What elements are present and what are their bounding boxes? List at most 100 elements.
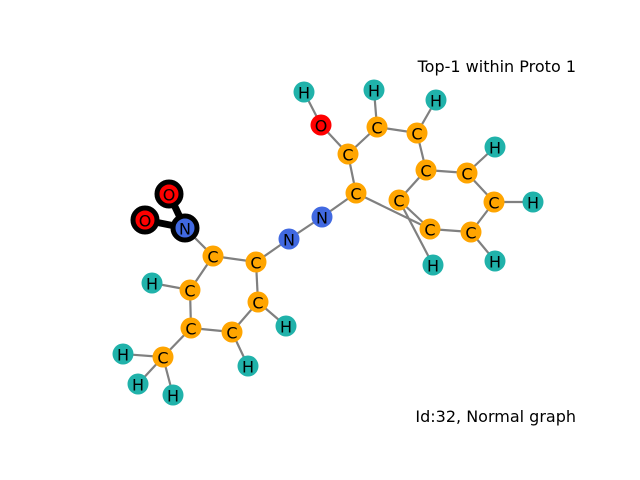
atom-label: C [250,254,261,273]
atom-label: C [424,221,435,240]
atom-circle [112,343,134,365]
atom-label: H [527,194,539,213]
atom-node-C6: C [483,191,505,213]
atom-node-C5: C [456,162,478,184]
atom-node-C2: C [366,116,388,138]
atom-label: O [163,186,176,205]
atom-label: C [465,224,476,243]
atom-circle [406,122,428,144]
atom-circle [130,205,160,235]
atom-node-H5: H [522,191,544,213]
atom-label: H [117,346,129,365]
atom-node-C7: C [460,221,482,243]
atom-circle [415,159,437,181]
atom-label: H [368,82,380,101]
atom-circle [152,346,174,368]
atom-node-C11: C [202,245,224,267]
atom-circle [311,206,333,228]
atom-circle [522,191,544,213]
atom-circle [483,191,505,213]
atom-node-O3: O [130,205,160,235]
atom-circle [221,321,243,343]
atom-node-H14: H [237,355,259,377]
atom-label: H [430,92,442,111]
atom-circle [293,81,315,103]
atom-node-C3: C [406,122,428,144]
atom-circle [484,136,506,158]
atom-label: H [298,84,310,103]
atom-node-C14: C [247,291,269,313]
atom-node-H10: H [275,315,297,337]
atom-circle [202,245,224,267]
atom-circle [460,221,482,243]
atom-circle [337,143,359,165]
atom-circle [127,373,149,395]
atom-circle [170,213,200,243]
atom-node-C15: C [180,317,202,339]
atom-circle [388,189,410,211]
atom-circle [419,218,441,240]
atom-circle [366,116,388,138]
atom-node-H3: H [425,89,447,111]
bond-layer [121,88,535,397]
atom-circle [456,162,478,184]
atom-label: C [393,192,404,211]
atom-label: H [427,257,439,276]
atom-circle [162,384,184,406]
atom-node-C17: C [152,346,174,368]
atom-circle [310,114,332,136]
atom-label: C [411,125,422,144]
atom-circle [141,272,163,294]
atom-node-C10: C [345,182,367,204]
atom-label: O [315,117,328,136]
atom-node-H4: H [484,136,506,158]
atom-label: N [179,220,191,239]
atom-label: C [252,294,263,313]
atom-node-C4: C [415,159,437,181]
atom-node-H12: H [127,373,149,395]
atom-node-H1: H [293,81,315,103]
atom-node-H9: H [141,272,163,294]
graph-title: Top-1 within Proto 1 [417,57,576,76]
atom-node-C12: C [245,251,267,273]
atom-label: H [489,253,501,272]
atom-circle [180,317,202,339]
atom-label: C [226,324,237,343]
atom-node-N3: N [170,213,200,243]
atom-node-O1: O [310,114,332,136]
atom-circle [278,228,300,250]
atom-node-C1: C [337,143,359,165]
atom-label: C [350,185,361,204]
atom-node-N1: N [311,206,333,228]
atom-node-C8: C [419,218,441,240]
atom-circle [247,291,269,313]
atom-label: N [283,231,295,250]
atom-label: N [316,209,328,228]
atom-label: C [342,146,353,165]
bond-C8-C10 [354,191,432,231]
atom-circle [345,182,367,204]
atom-circle [363,79,385,101]
atom-circle [237,355,259,377]
atom-label: C [371,119,382,138]
atom-circle [425,89,447,111]
atom-circle [245,251,267,273]
atom-node-C16: C [221,321,243,343]
atom-node-O2: O [154,179,184,209]
atom-node-C13: C [179,279,201,301]
bond-C9-H7 [397,198,435,267]
atom-label: H [489,139,501,158]
atom-label: H [167,387,179,406]
atom-label: C [157,349,168,368]
atom-circle [275,315,297,337]
atom-label: H [146,275,158,294]
atom-label: C [420,162,431,181]
atom-node-C9: C [388,189,410,211]
atom-circle [484,250,506,272]
atom-node-H13: H [162,384,184,406]
atom-label: C [184,282,195,301]
atom-label: O [139,212,152,231]
atom-node-H2: H [363,79,385,101]
